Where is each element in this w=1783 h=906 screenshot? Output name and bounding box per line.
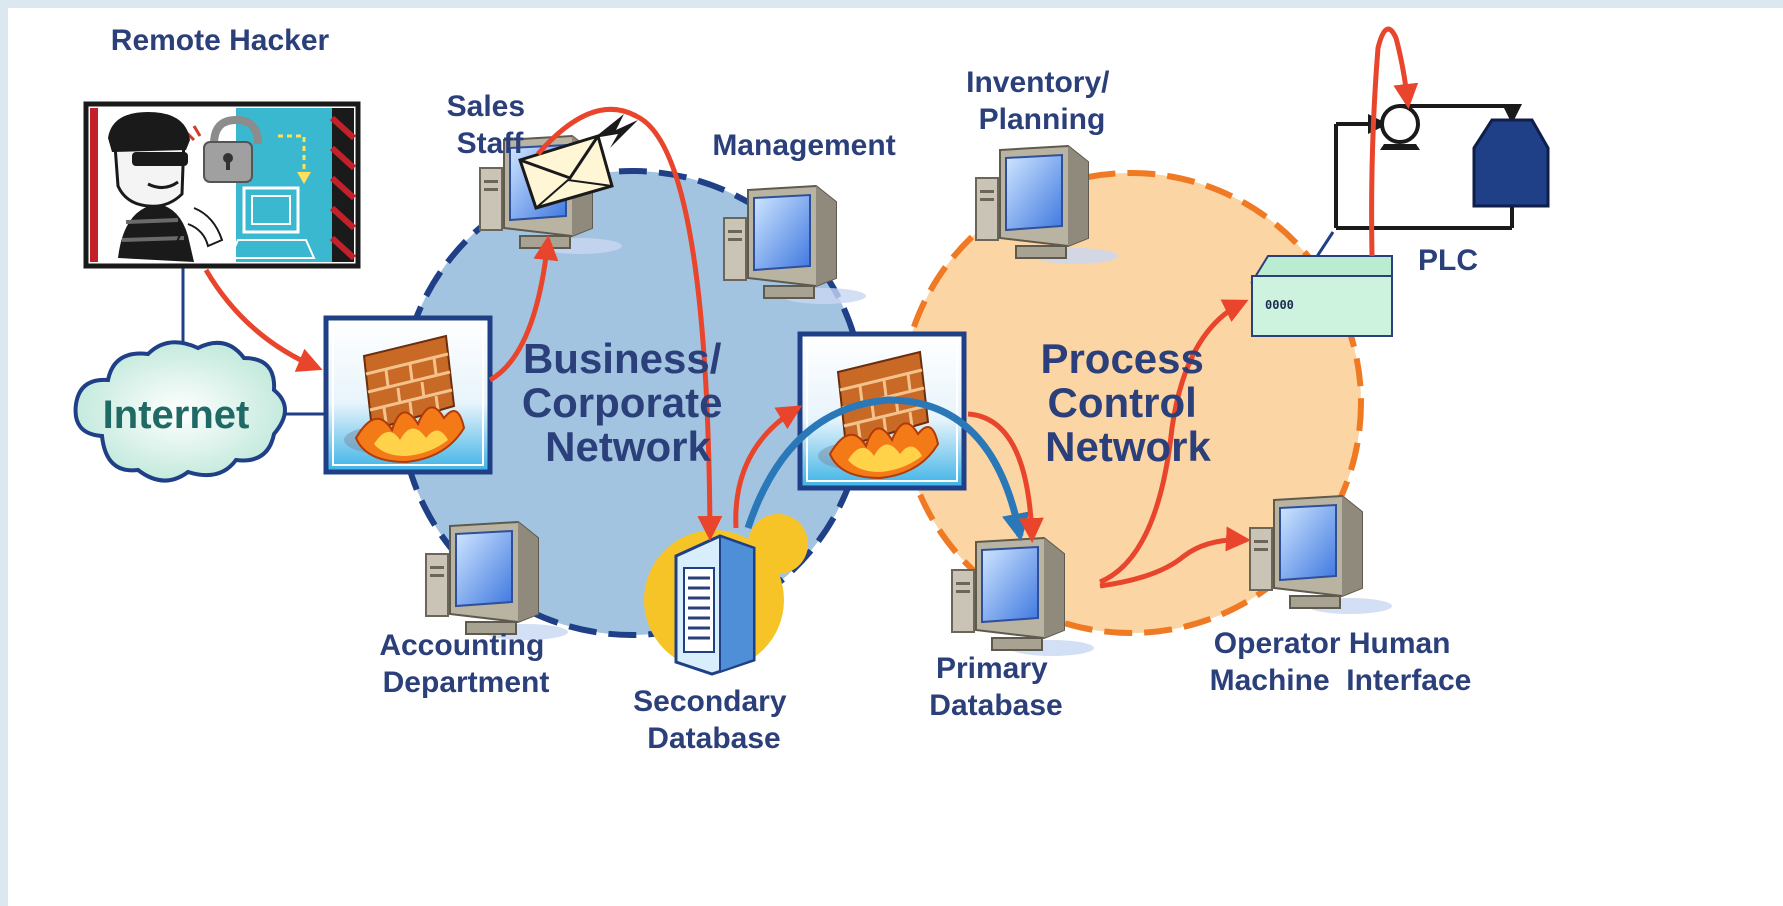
process-loop: [1334, 104, 1522, 230]
plc-label: PLC: [1418, 244, 1478, 277]
attack-path-hacker-firewall: [203, 268, 323, 372]
firewall-icon-left: [326, 318, 490, 472]
attack-path-firewall-sales: [488, 235, 559, 383]
attack-path-db-firewall-right: [733, 405, 803, 529]
server-icon: [644, 514, 808, 676]
business-network-label: Business/ Corporate Network: [522, 335, 734, 470]
primary-db-label: Primary Database: [929, 652, 1062, 722]
attack-path-firewall-primary-db: [967, 411, 1044, 543]
management-label: Management: [712, 129, 895, 162]
pump-icon: [1380, 104, 1420, 150]
sales-staff-label: Sales Staff: [447, 90, 534, 160]
remote-hacker-label: Remote Hacker: [111, 24, 330, 57]
process-network-label: Process Control Network: [1040, 335, 1215, 470]
plc-code-label: 0000: [1265, 298, 1294, 312]
plc-icon: 0000: [1250, 255, 1393, 337]
secondary-db-label: Secondary Database: [633, 685, 795, 755]
return-path-blue: [744, 396, 1030, 542]
plc-process-link: [1314, 231, 1335, 259]
email-icon: [518, 114, 638, 210]
operator-hmi-label: Operator Human Machine Interface: [8, 8, 1496, 697]
attack-path-primary-db-plc: [1099, 299, 1249, 585]
diagram-canvas: 0000 Remote Hacker Sales Staff Managemen…: [8, 8, 1783, 906]
tank-icon: [1472, 118, 1550, 208]
attack-path-primary-db-hmi: [1099, 526, 1251, 589]
attack-path-email-secondary-db: [536, 106, 723, 541]
accounting-label: Accounting Department: [379, 629, 552, 699]
attack-path-plc-pump: [1369, 26, 1419, 257]
cloud-icon: [73, 340, 287, 483]
internet-label: Internet: [103, 393, 250, 437]
hacker-icon: [83, 101, 361, 269]
inventory-label: Inventory/ Planning: [966, 66, 1118, 136]
